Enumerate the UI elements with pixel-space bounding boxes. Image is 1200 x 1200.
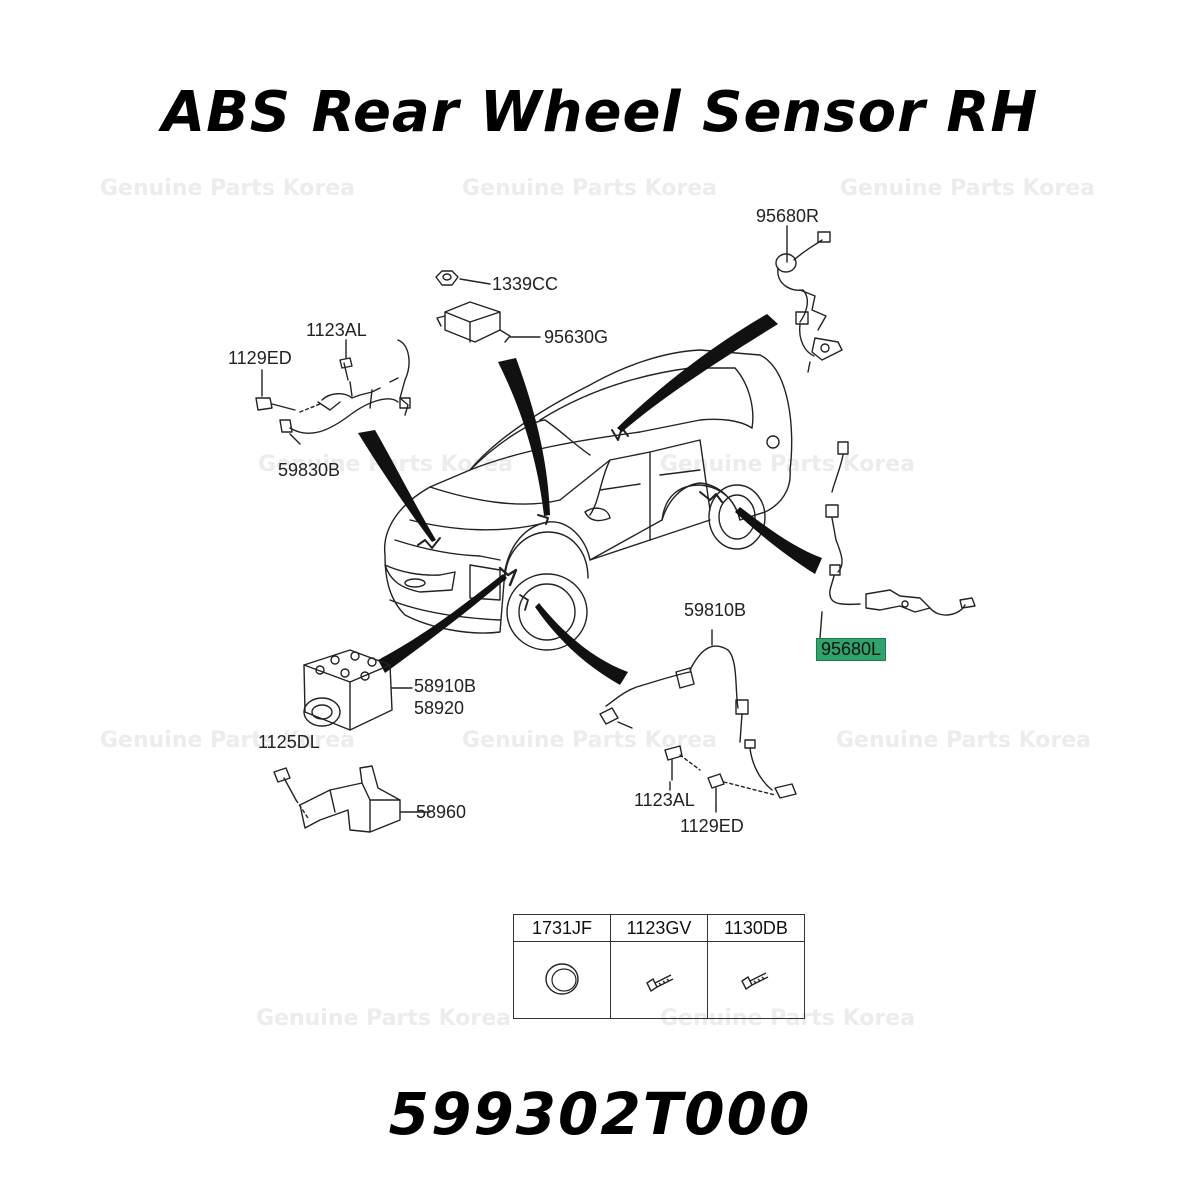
callout-58920: 58920 [414, 698, 465, 718]
sensor-95680L [819, 441, 976, 639]
pointer-59810B [535, 603, 628, 685]
callout-1339CC: 1339CC [492, 274, 559, 294]
bolt-1125DL [273, 767, 309, 819]
yaw-sensor-95630G [436, 301, 541, 343]
callout-58910B: 58910B [414, 676, 477, 696]
callout-1125DL: 1125DL [258, 732, 320, 752]
nut-1339CC [435, 270, 491, 286]
bracket-58960 [299, 765, 431, 833]
callout-59830B: 59830B [278, 460, 341, 480]
part-number: 599302T000 [388, 1080, 812, 1148]
pointer-95630G [498, 358, 550, 516]
table-header: 1130DB [707, 914, 805, 942]
callout-1123AL-top: 1123AL [306, 320, 367, 340]
watermark: Genuine Parts Korea [256, 1006, 511, 1031]
table-cell [513, 941, 611, 1019]
table-cell [610, 941, 708, 1019]
callout-95630G: 95630G [544, 327, 609, 347]
callout-1129ED-top: 1129ED [228, 348, 292, 368]
plug-cap-icon [545, 962, 579, 995]
abs-module-58910B [303, 649, 413, 731]
sensor-59830B [255, 339, 411, 434]
bolt-icon [646, 973, 674, 992]
pointer-58910B [378, 574, 507, 673]
table-header: 1731JF [513, 914, 611, 942]
callout-1123AL-bottom: 1123AL [634, 790, 695, 810]
table-cell [707, 941, 805, 1019]
small-parts-table: 1731JF 1123GV 1130DB [513, 914, 805, 1019]
callout-95680L: 95680L [816, 638, 887, 661]
callout-59810B: 59810B [684, 600, 747, 620]
watermark: Genuine Parts Korea [100, 728, 355, 753]
table-header: 1123GV [610, 914, 708, 942]
callout-1129ED-bottom: 1129ED [680, 816, 744, 836]
watermark: Genuine Parts Korea [462, 728, 717, 753]
callout-95680R: 95680R [756, 206, 820, 226]
watermark: Genuine Parts Korea [462, 176, 717, 201]
callout-58960: 58960 [416, 802, 467, 822]
watermark: Genuine Parts Korea [836, 728, 1091, 753]
pointer-59830B [358, 430, 436, 542]
sensor-95680R [775, 231, 843, 373]
watermark: Genuine Parts Korea [100, 176, 355, 201]
sensor-59810B [599, 629, 797, 807]
pointer-95680R [617, 314, 778, 432]
bolt-icon [741, 971, 769, 990]
diagram-title: ABS Rear Wheel Sensor RH [161, 80, 1039, 145]
watermark: Genuine Parts Korea [840, 176, 1095, 201]
pointer-95680L [735, 507, 822, 574]
